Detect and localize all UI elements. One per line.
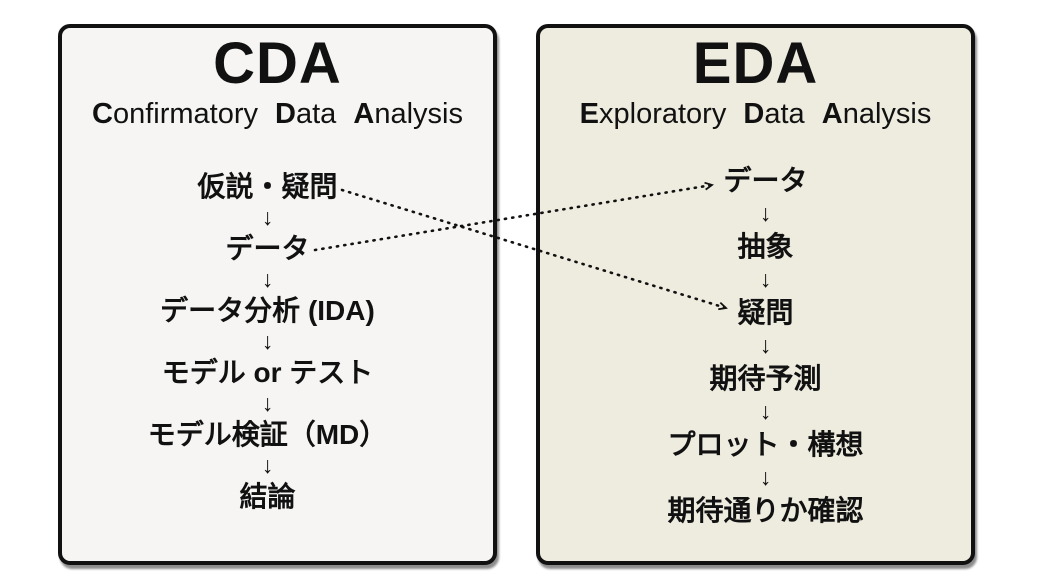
cda-step-model-or-test: モデル or テスト [161,357,374,388]
subtitle-rest: onfirmatory [112,98,258,130]
down-arrow-icon: ↓ [759,464,772,490]
eda-flow: データ ↓ 抽象 ↓ 疑問 ↓ 期待予測 ↓ プロット・構想 ↓ 期待通りか確認 [550,164,981,528]
eda-step-expectation-prediction: 期待予測 [709,363,822,394]
cda-subtitle-word: Data [275,96,336,132]
subtitle-rest: ata [296,98,337,130]
eda-step-plot-concept: プロット・構想 [667,429,864,460]
subtitle-initial: A [821,98,843,130]
cda-step-data: データ [225,233,310,264]
down-arrow-icon: ↓ [261,328,274,354]
eda-subtitle: Exploratory Data Analysis [540,96,971,132]
cda-subtitle: Confirmatory Data Analysis [62,96,493,132]
eda-title: EDA [692,31,819,96]
eda-step-abstraction: 抽象 [737,231,794,262]
subtitle-rest: nalysis [842,98,932,130]
cda-title: CDA [213,31,342,96]
eda-step-check-as-expected: 期待通りか確認 [667,495,864,526]
eda-subtitle-word: Data [743,96,804,132]
eda-subtitle-word: Analysis [822,96,932,132]
cda-step-conclusion: 結論 [239,481,296,512]
subtitle-initial: E [579,98,599,130]
cda-subtitle-word: Confirmatory [92,96,258,132]
cda-panel: CDA Confirmatory Data Analysis 仮説・疑問 ↓ デ… [58,24,497,565]
eda-panel: EDA Exploratory Data Analysis データ ↓ 抽象 ↓… [536,24,975,565]
eda-step-question: 疑問 [737,297,794,328]
eda-subtitle-word: Exploratory [580,96,727,132]
eda-step-data: データ [723,165,808,196]
subtitle-rest: xploratory [599,98,727,130]
down-arrow-icon: ↓ [759,200,772,226]
subtitle-initial: C [91,98,113,130]
cda-step-hypothesis-question: 仮説・疑問 [197,171,338,202]
down-arrow-icon: ↓ [759,398,772,424]
down-arrow-icon: ↓ [261,266,274,292]
subtitle-initial: D [275,98,296,130]
subtitle-initial: D [743,98,765,130]
down-arrow-icon: ↓ [759,266,772,292]
cda-step-data-analysis-ida: データ分析 (IDA) [160,295,375,326]
subtitle-rest: ata [764,98,805,130]
down-arrow-icon: ↓ [261,452,274,478]
down-arrow-icon: ↓ [261,390,274,416]
cda-flow: 仮説・疑問 ↓ データ ↓ データ分析 (IDA) ↓ モデル or テスト ↓… [52,170,483,514]
down-arrow-icon: ↓ [261,204,274,230]
down-arrow-icon: ↓ [759,332,772,358]
cda-step-model-validation-md: モデル検証（MD） [147,419,388,450]
subtitle-initial: A [353,98,375,130]
subtitle-rest: nalysis [374,98,463,130]
cda-subtitle-word: Analysis [353,96,463,132]
